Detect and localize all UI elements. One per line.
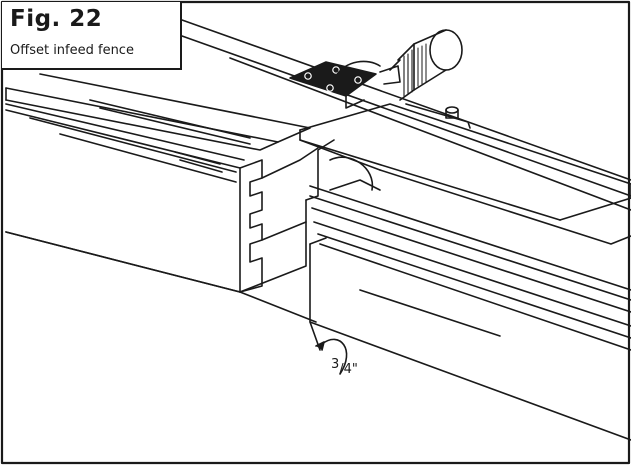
outfeed-fence-top-board <box>299 103 631 221</box>
infeed-extrusion-face <box>5 109 241 293</box>
outfeed-extrusion-upper <box>309 185 631 291</box>
infeed-fence-top-board <box>5 73 311 143</box>
figure-title: Fig. 22 <box>10 6 103 32</box>
figure-caption: Offset infeed fence <box>10 43 134 58</box>
dimension-leader <box>239 291 317 323</box>
figure-label-box: Fig. 22 Offset infeed fence <box>2 2 182 70</box>
dimension-label: 3/4" <box>331 357 358 377</box>
far-rail-top-edge <box>181 19 631 181</box>
far-rail-lip <box>229 57 631 211</box>
dimension-arrow <box>321 338 348 375</box>
bolt-icon <box>445 106 459 114</box>
dimension-denominator: /4" <box>339 362 358 377</box>
far-rail-bottom-edge <box>181 35 631 197</box>
dimension-numerator: 3 <box>331 357 340 372</box>
adjuster-plate <box>289 61 377 97</box>
micrometer-knob-icon <box>379 29 463 101</box>
extrusion-profile-slots <box>239 159 263 293</box>
